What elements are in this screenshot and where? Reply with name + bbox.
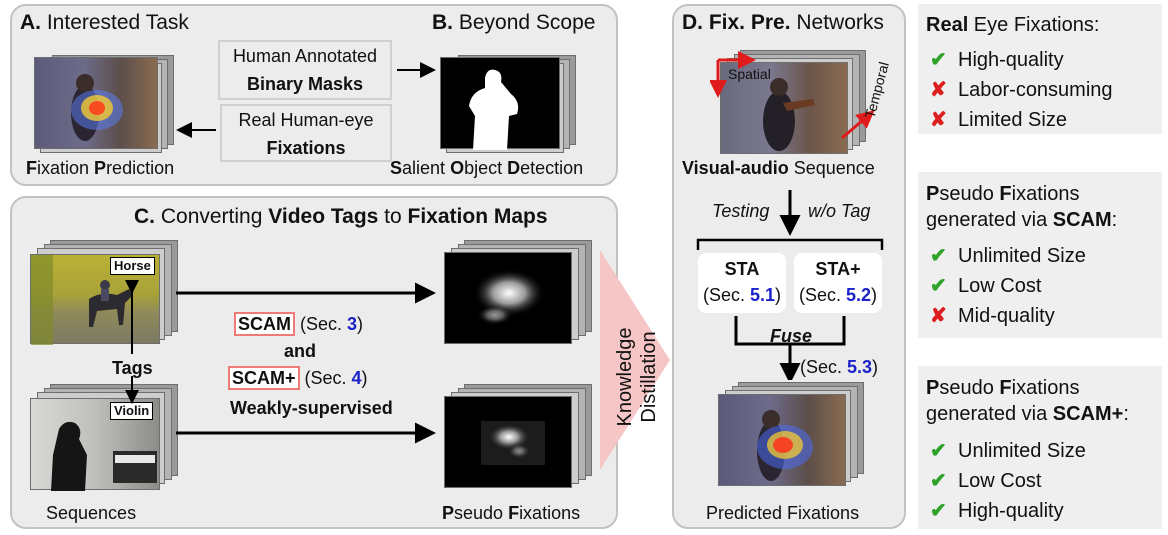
scam-line: SCAM (Sec. 3) [234, 312, 363, 336]
scam-plus-side-title: Pseudo Fixations generated via SCAM+: [926, 377, 1129, 425]
check-icon: ✔ [930, 275, 947, 297]
panel-d-input-stack [720, 50, 870, 154]
sta-plus-box: STA+ (Sec. 5.2) [794, 253, 882, 313]
check-icon: ✔ [930, 500, 947, 522]
visual-audio-sequence-label: Visual-audio Sequence [682, 158, 875, 178]
violin-tag: Violin [110, 402, 154, 420]
horse-fixation-map [444, 252, 572, 344]
scam-plus-box: SCAM+ [228, 366, 300, 390]
pseudo-fixations-label: Pseudo Fixations [442, 503, 581, 523]
scam-box: SCAM [234, 312, 295, 336]
scam-item-0: ✔Unlimited Size [930, 245, 1086, 267]
real-fixations-title: Real Eye Fixations: [926, 14, 1100, 36]
check-icon: ✔ [930, 245, 947, 267]
violinist-heatmap-image [34, 57, 158, 149]
side-scam-plus [918, 366, 1162, 529]
cross-icon: ✘ [930, 109, 947, 131]
check-icon: ✔ [930, 49, 947, 71]
violin-sequence-stack [30, 384, 180, 494]
real-item-0: ✔High-quality [930, 49, 1064, 71]
check-icon: ✔ [930, 440, 947, 462]
tags-label: Tags [112, 358, 153, 378]
panel-c-arrows [125, 280, 436, 444]
side-real-fixations [918, 4, 1162, 134]
scam-plus-line: SCAM+ (Sec. 4) [228, 366, 368, 390]
cross-icon: ✘ [930, 305, 947, 327]
horse-fixation-stack [444, 240, 594, 344]
knowledge-distillation-label: Knowledge Distillation [614, 327, 660, 427]
panel-a-caption: Fixation Prediction [26, 158, 175, 178]
panel-c-title: C. Converting Video Tags to Fixation Map… [134, 205, 548, 228]
panel-d-title: D. Fix. Pre. Networks [682, 11, 884, 34]
fuse-ref: (Sec. 5.3) [800, 357, 879, 377]
violin-fixation-map [444, 396, 572, 488]
predicted-fixations-stack [718, 382, 868, 486]
wo-tag-label: w/o Tag [808, 201, 871, 221]
fuse-label: Fuse [770, 326, 813, 346]
panel-a-title: A. Interested Task [20, 11, 189, 34]
scam-plus-item-0: ✔Unlimited Size [930, 440, 1086, 462]
check-icon: ✔ [930, 470, 947, 492]
fixations-box: Real Human-eye Fixations [220, 104, 392, 162]
weakly-supervised-label: Weakly-supervised [230, 398, 393, 418]
predicted-heatmap-image [718, 394, 846, 486]
scam-item-1: ✔Low Cost [930, 275, 1042, 297]
ab-arrows [176, 62, 436, 138]
and-label: and [284, 341, 317, 361]
predicted-fixations-label: Predicted Fixations [706, 503, 860, 523]
scam-plus-item-2: ✔High-quality [930, 500, 1064, 522]
side-scam [918, 172, 1162, 338]
panel-a-image-stack [34, 55, 176, 157]
real-item-2: ✘Limited Size [930, 109, 1067, 131]
scam-plus-item-1: ✔Low Cost [930, 470, 1042, 492]
knowledge-distillation-arrow [600, 250, 670, 470]
testing-label: Testing [712, 201, 770, 221]
cross-icon: ✘ [930, 79, 947, 101]
sta-box: STA (Sec. 5.1) [698, 253, 786, 313]
sequences-label: Sequences [46, 503, 137, 523]
scam-item-2: ✘Mid-quality [930, 305, 1055, 327]
scam-side-title: Pseudo Fixations generated via SCAM: [926, 183, 1118, 231]
spatial-label: Spatial [728, 66, 771, 82]
spatial-temporal-axes [710, 51, 875, 140]
binary-mask-image [440, 57, 560, 150]
panel-b-caption: Salient Object Detection [390, 158, 584, 178]
panel-b-title: B. Beyond Scope [432, 11, 596, 34]
horse-tag: Horse [110, 257, 155, 275]
real-item-1: ✘Labor-consuming [930, 79, 1113, 101]
violin-fixation-stack [444, 384, 594, 490]
binary-masks-box: Human Annotated Binary Masks [218, 40, 392, 100]
panel-d-flow [696, 190, 884, 380]
visual-audio-frame [720, 62, 848, 154]
panel-b-image-stack [440, 55, 580, 157]
